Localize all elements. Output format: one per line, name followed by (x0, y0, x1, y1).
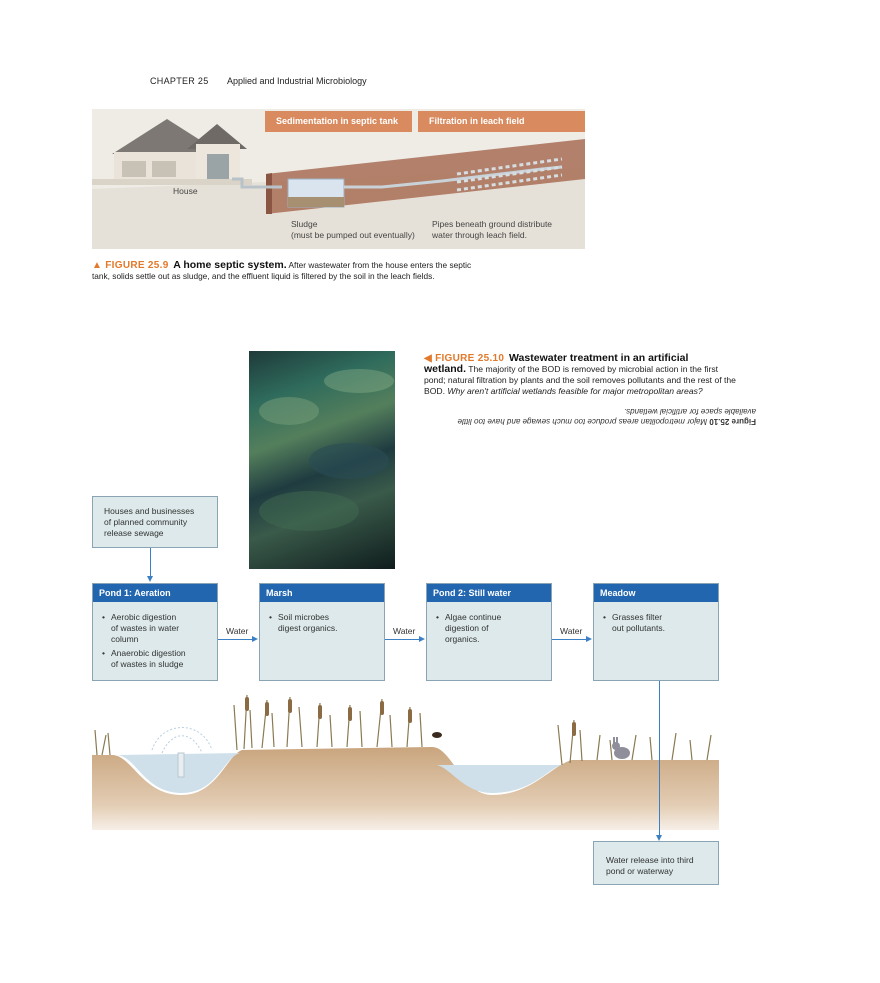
figure-25-9-caption: ▲ FIGURE 25.9 A home septic system. Afte… (92, 259, 472, 282)
house-label: House (173, 186, 198, 196)
label-filtration: Filtration in leach field (418, 111, 585, 132)
figure-25-10-caption: ◀ FIGURE 25.10 Wastewater treatment in a… (424, 352, 736, 397)
rabbit-icon (612, 737, 630, 759)
bird-icon (432, 732, 442, 738)
reeds-icon (94, 694, 712, 766)
water-arrow-3 (552, 639, 587, 640)
sludge-label: Sludge(must be pumped out eventually) (291, 219, 415, 240)
water-label-2: Water (393, 626, 416, 636)
house-icon (92, 119, 252, 185)
fountain-icon (151, 727, 213, 778)
water-arrow-2 (385, 639, 420, 640)
cattail-icon (245, 697, 576, 736)
release-arrow (659, 681, 660, 836)
figure-answer-inverted: Figure 25.10 Major metropolitan areas pr… (457, 407, 756, 426)
chapter-title: Applied and Industrial Microbiology (227, 76, 367, 86)
wetland-photo (249, 351, 395, 569)
arrow-right-icon (586, 636, 592, 642)
source-arrow (150, 548, 151, 577)
arrow-right-icon (419, 636, 425, 642)
stage-pond2: Pond 2: Still water Algae continuedigest… (426, 583, 552, 681)
wetland-photo-art (259, 369, 394, 531)
septic-scene (92, 119, 585, 249)
water-arrow-1 (218, 639, 253, 640)
label-sedimentation: Sedimentation in septic tank (265, 111, 412, 132)
septic-illustration (92, 109, 585, 249)
water-label-1: Water (226, 626, 249, 636)
arrow-down-icon (147, 576, 153, 582)
wetland-cross-section (92, 694, 719, 830)
water-label-3: Water (560, 626, 583, 636)
chapter-label: CHAPTER 25 (150, 76, 209, 86)
septic-tank-icon (287, 178, 345, 208)
arrow-right-icon (252, 636, 258, 642)
arrow-down-icon (656, 835, 662, 841)
